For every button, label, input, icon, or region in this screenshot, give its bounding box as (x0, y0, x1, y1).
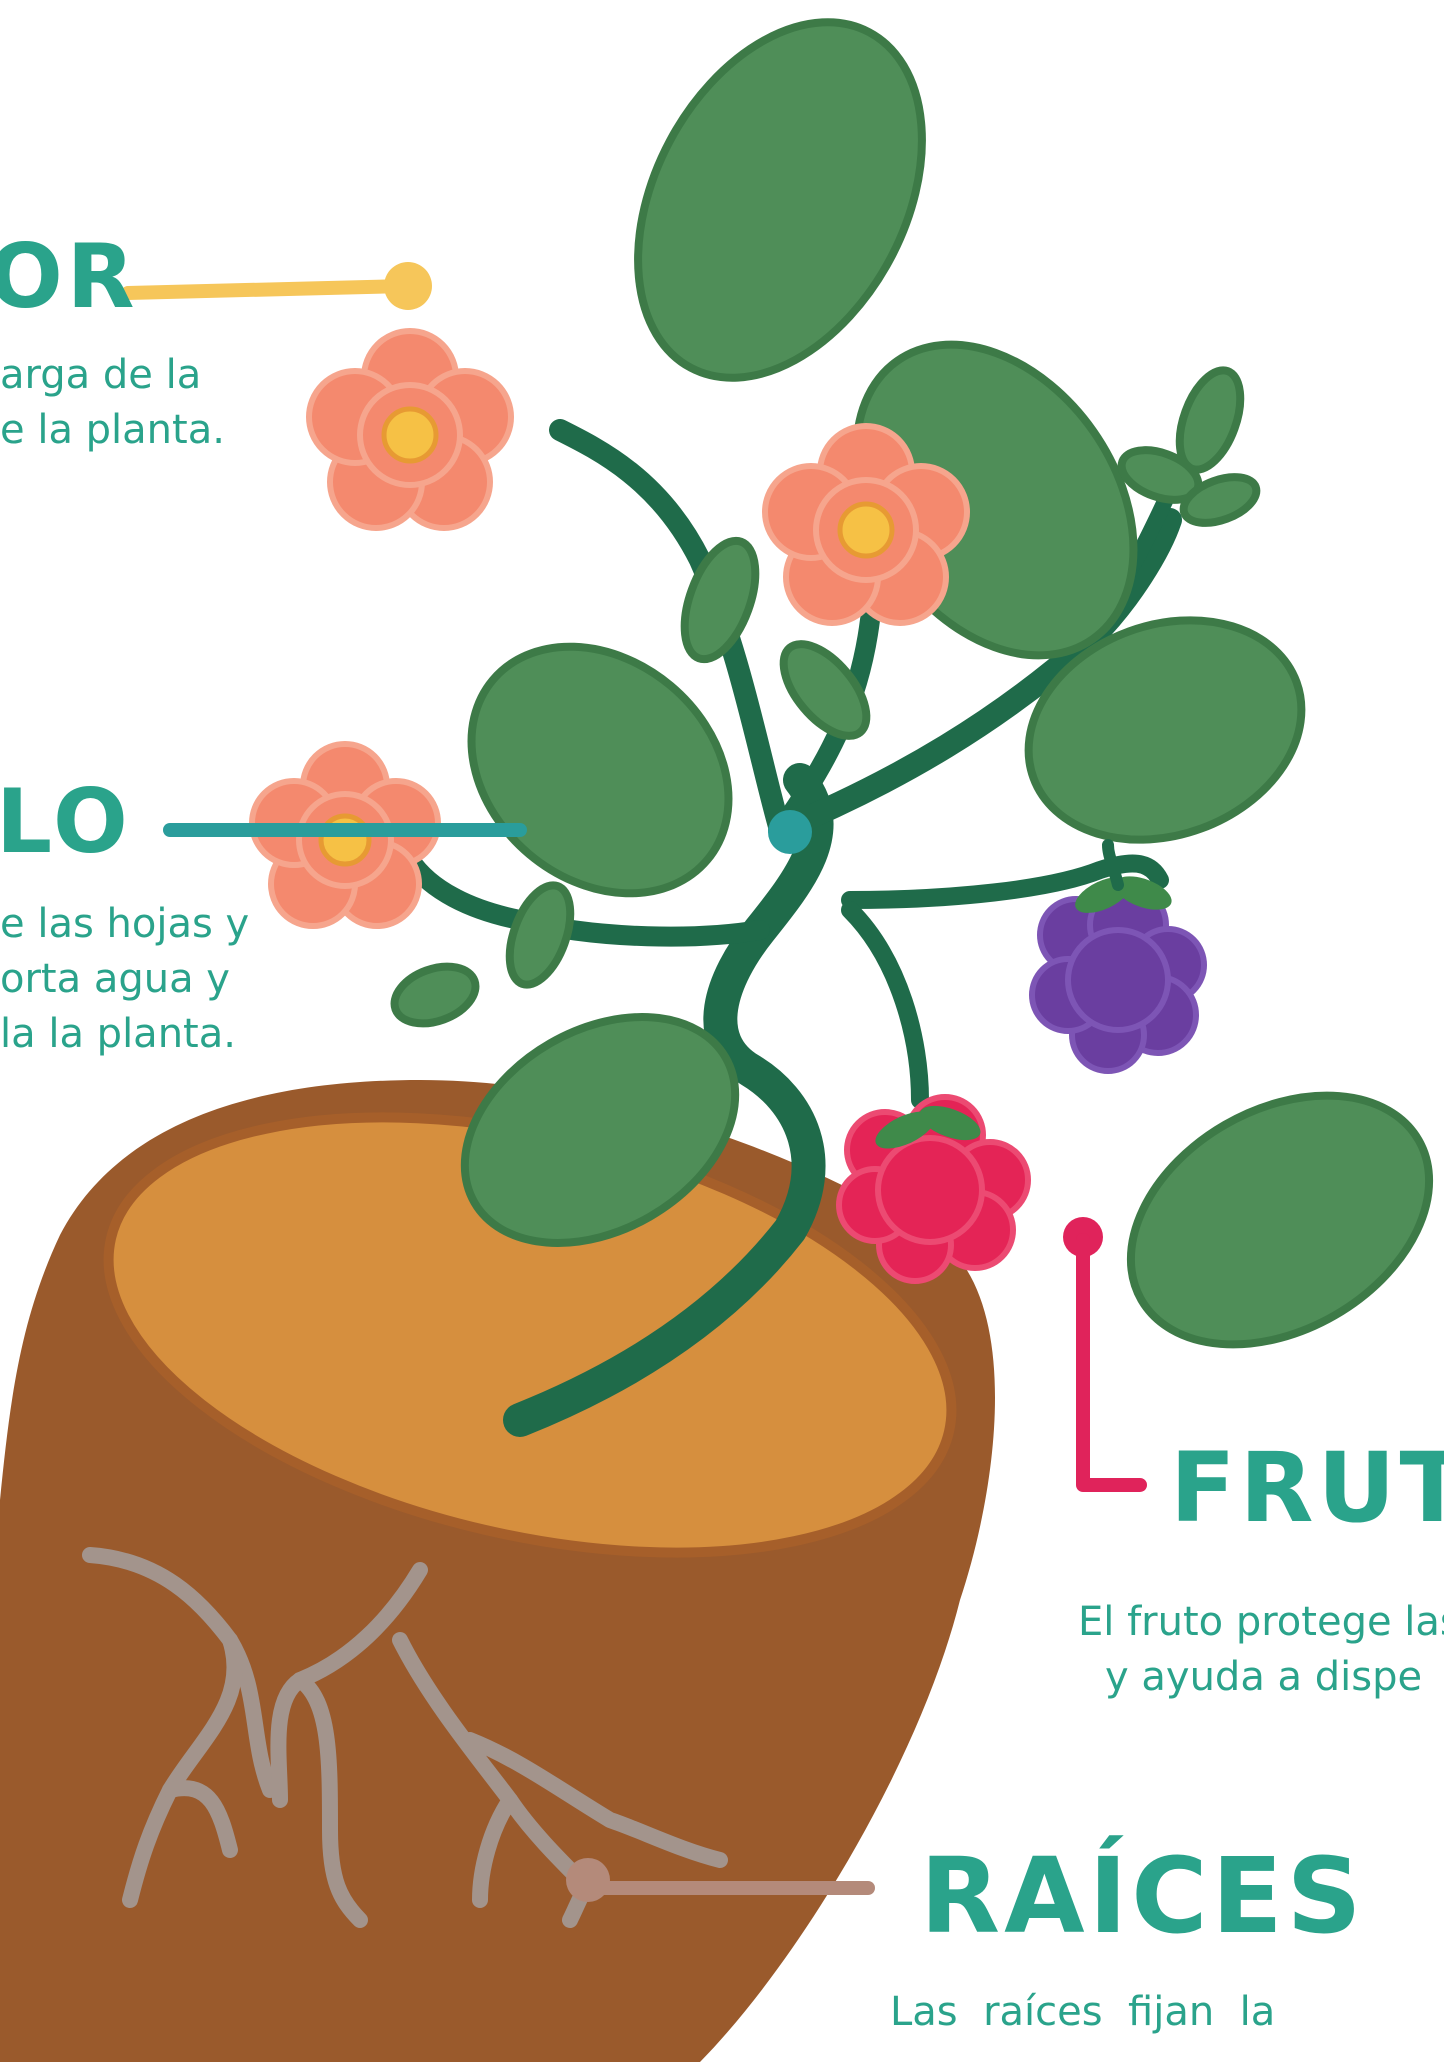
fruto-description-line-1: El fruto protege las (1078, 1599, 1444, 1645)
leaf (390, 962, 480, 1028)
raices-connector (566, 1858, 875, 1902)
flor-description-line-1: arga de la (0, 352, 202, 398)
fruto-title: FRUT (1170, 1432, 1444, 1544)
leaf (1126, 1091, 1434, 1349)
tallo-title: LO (0, 770, 132, 873)
flower-center (381, 406, 439, 464)
stem-marker (768, 810, 812, 854)
leaf (460, 1013, 740, 1247)
flower-center (837, 501, 895, 559)
flower (762, 423, 970, 626)
flower (306, 328, 514, 531)
fruto-description-line-2: y ayuda a dispe (1105, 1654, 1423, 1700)
fruit-red (836, 1094, 1031, 1284)
leaf (779, 640, 871, 740)
leaf (467, 642, 733, 898)
leaf (1024, 616, 1306, 844)
raices-title: RAÍCES (920, 1835, 1366, 1957)
soil (0, 1080, 995, 2062)
flor-title: OR (0, 225, 139, 328)
leaf (505, 881, 575, 989)
leaf (634, 18, 926, 382)
tallo-description-line-3: la la planta. (0, 1011, 236, 1057)
leaf (1179, 473, 1261, 527)
fruit-purple (1029, 839, 1207, 1074)
raices-description-line-1: Las raíces fijan la (890, 1989, 1276, 2035)
leaf (680, 536, 760, 664)
leaves (390, 18, 1434, 1349)
tallo-description-line-2: orta agua y (0, 956, 230, 1002)
roots (82, 1547, 728, 1928)
flor-connector (121, 262, 432, 310)
fruto-connector (1063, 1217, 1147, 1492)
flor-description-line-2: e la planta. (0, 407, 225, 453)
tallo-description-line-1: e las hojas y (0, 901, 250, 947)
